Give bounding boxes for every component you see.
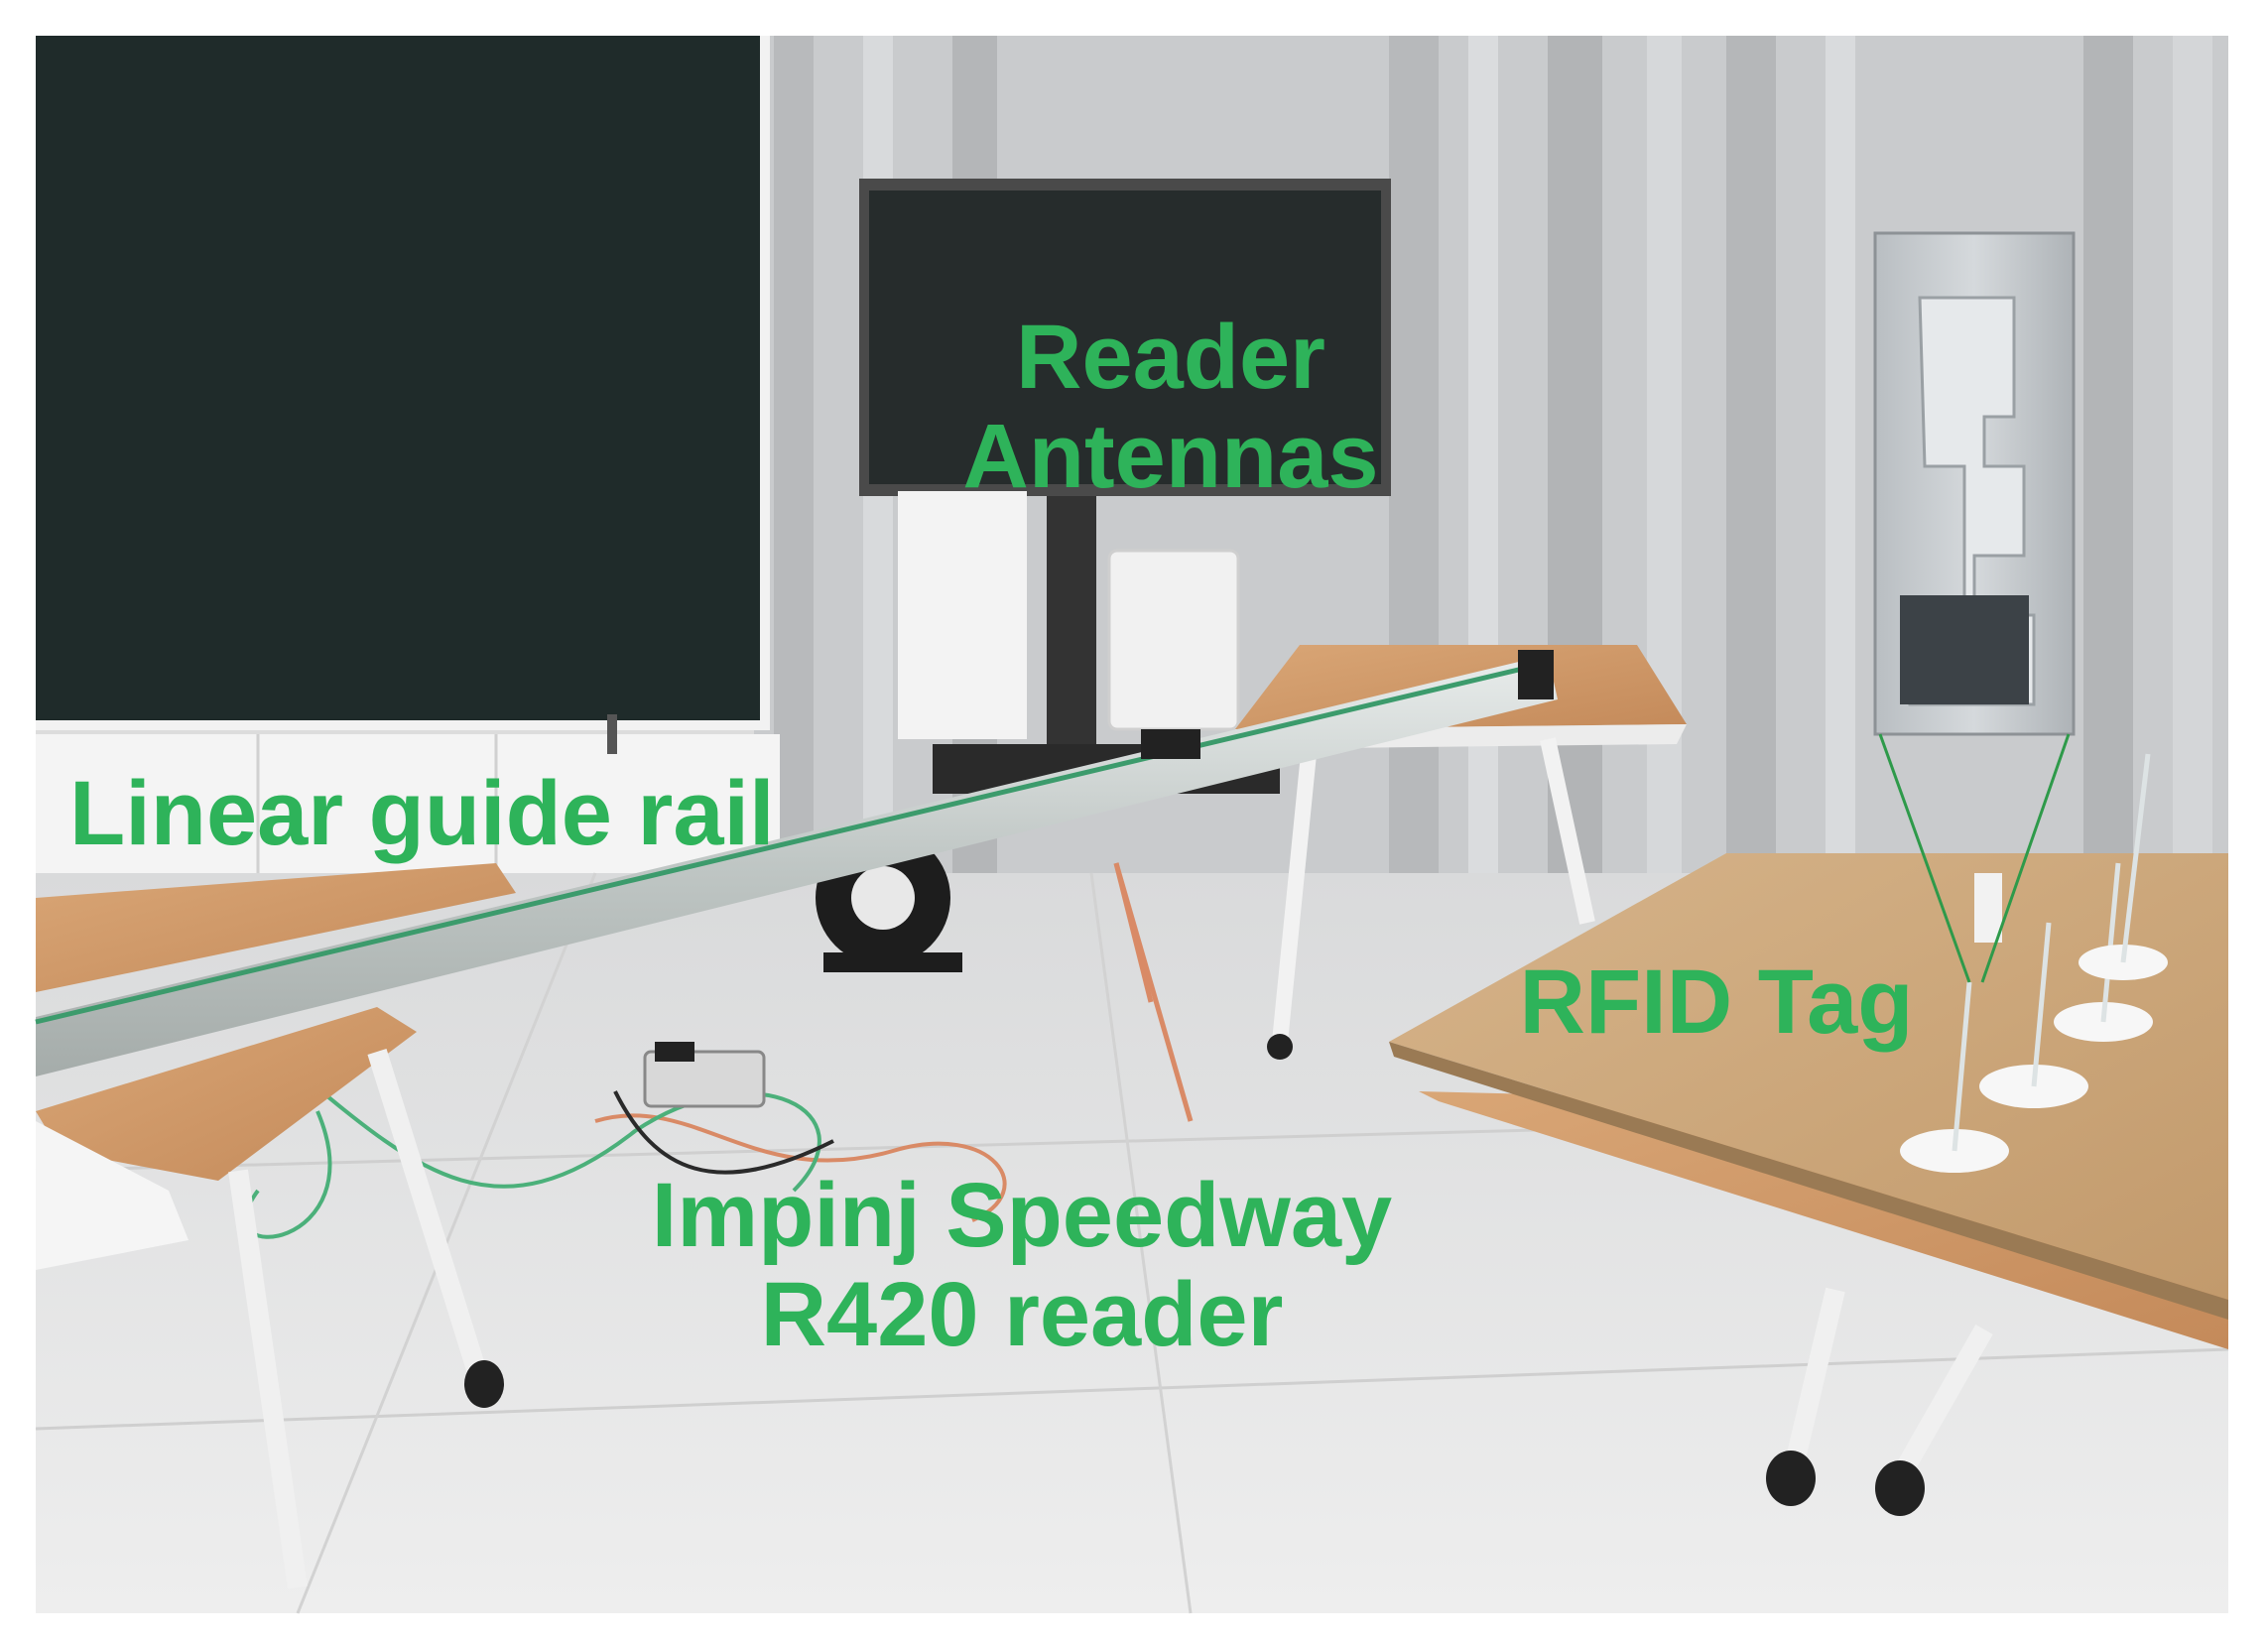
impinj-reader-label: Impinj Speedway R420 reader bbox=[615, 1166, 1429, 1364]
left-table bbox=[36, 863, 516, 1589]
linear-guide-rail-label: Linear guide rail bbox=[69, 763, 775, 864]
front-table bbox=[1389, 853, 2228, 1516]
reader-antennas-label-line1: Reader bbox=[1016, 307, 1325, 408]
impinj-reader-device bbox=[643, 1042, 766, 1108]
linear-guide-rail bbox=[35, 650, 1558, 1076]
tag-callout-lines bbox=[1878, 733, 2071, 983]
impinj-reader-label-line2: R420 reader bbox=[760, 1264, 1284, 1365]
tag-stands bbox=[1900, 753, 2168, 1173]
rfid-tag-label: RFID Tag bbox=[1519, 951, 1914, 1053]
reader-antennas-label: Reader Antennas bbox=[952, 308, 1389, 506]
rfid-tag-inset bbox=[1873, 231, 2076, 736]
tv-monitor bbox=[859, 179, 1391, 794]
reader-antennas-label-line2: Antennas bbox=[962, 406, 1379, 507]
impinj-reader-label-line1: Impinj Speedway bbox=[651, 1165, 1393, 1266]
